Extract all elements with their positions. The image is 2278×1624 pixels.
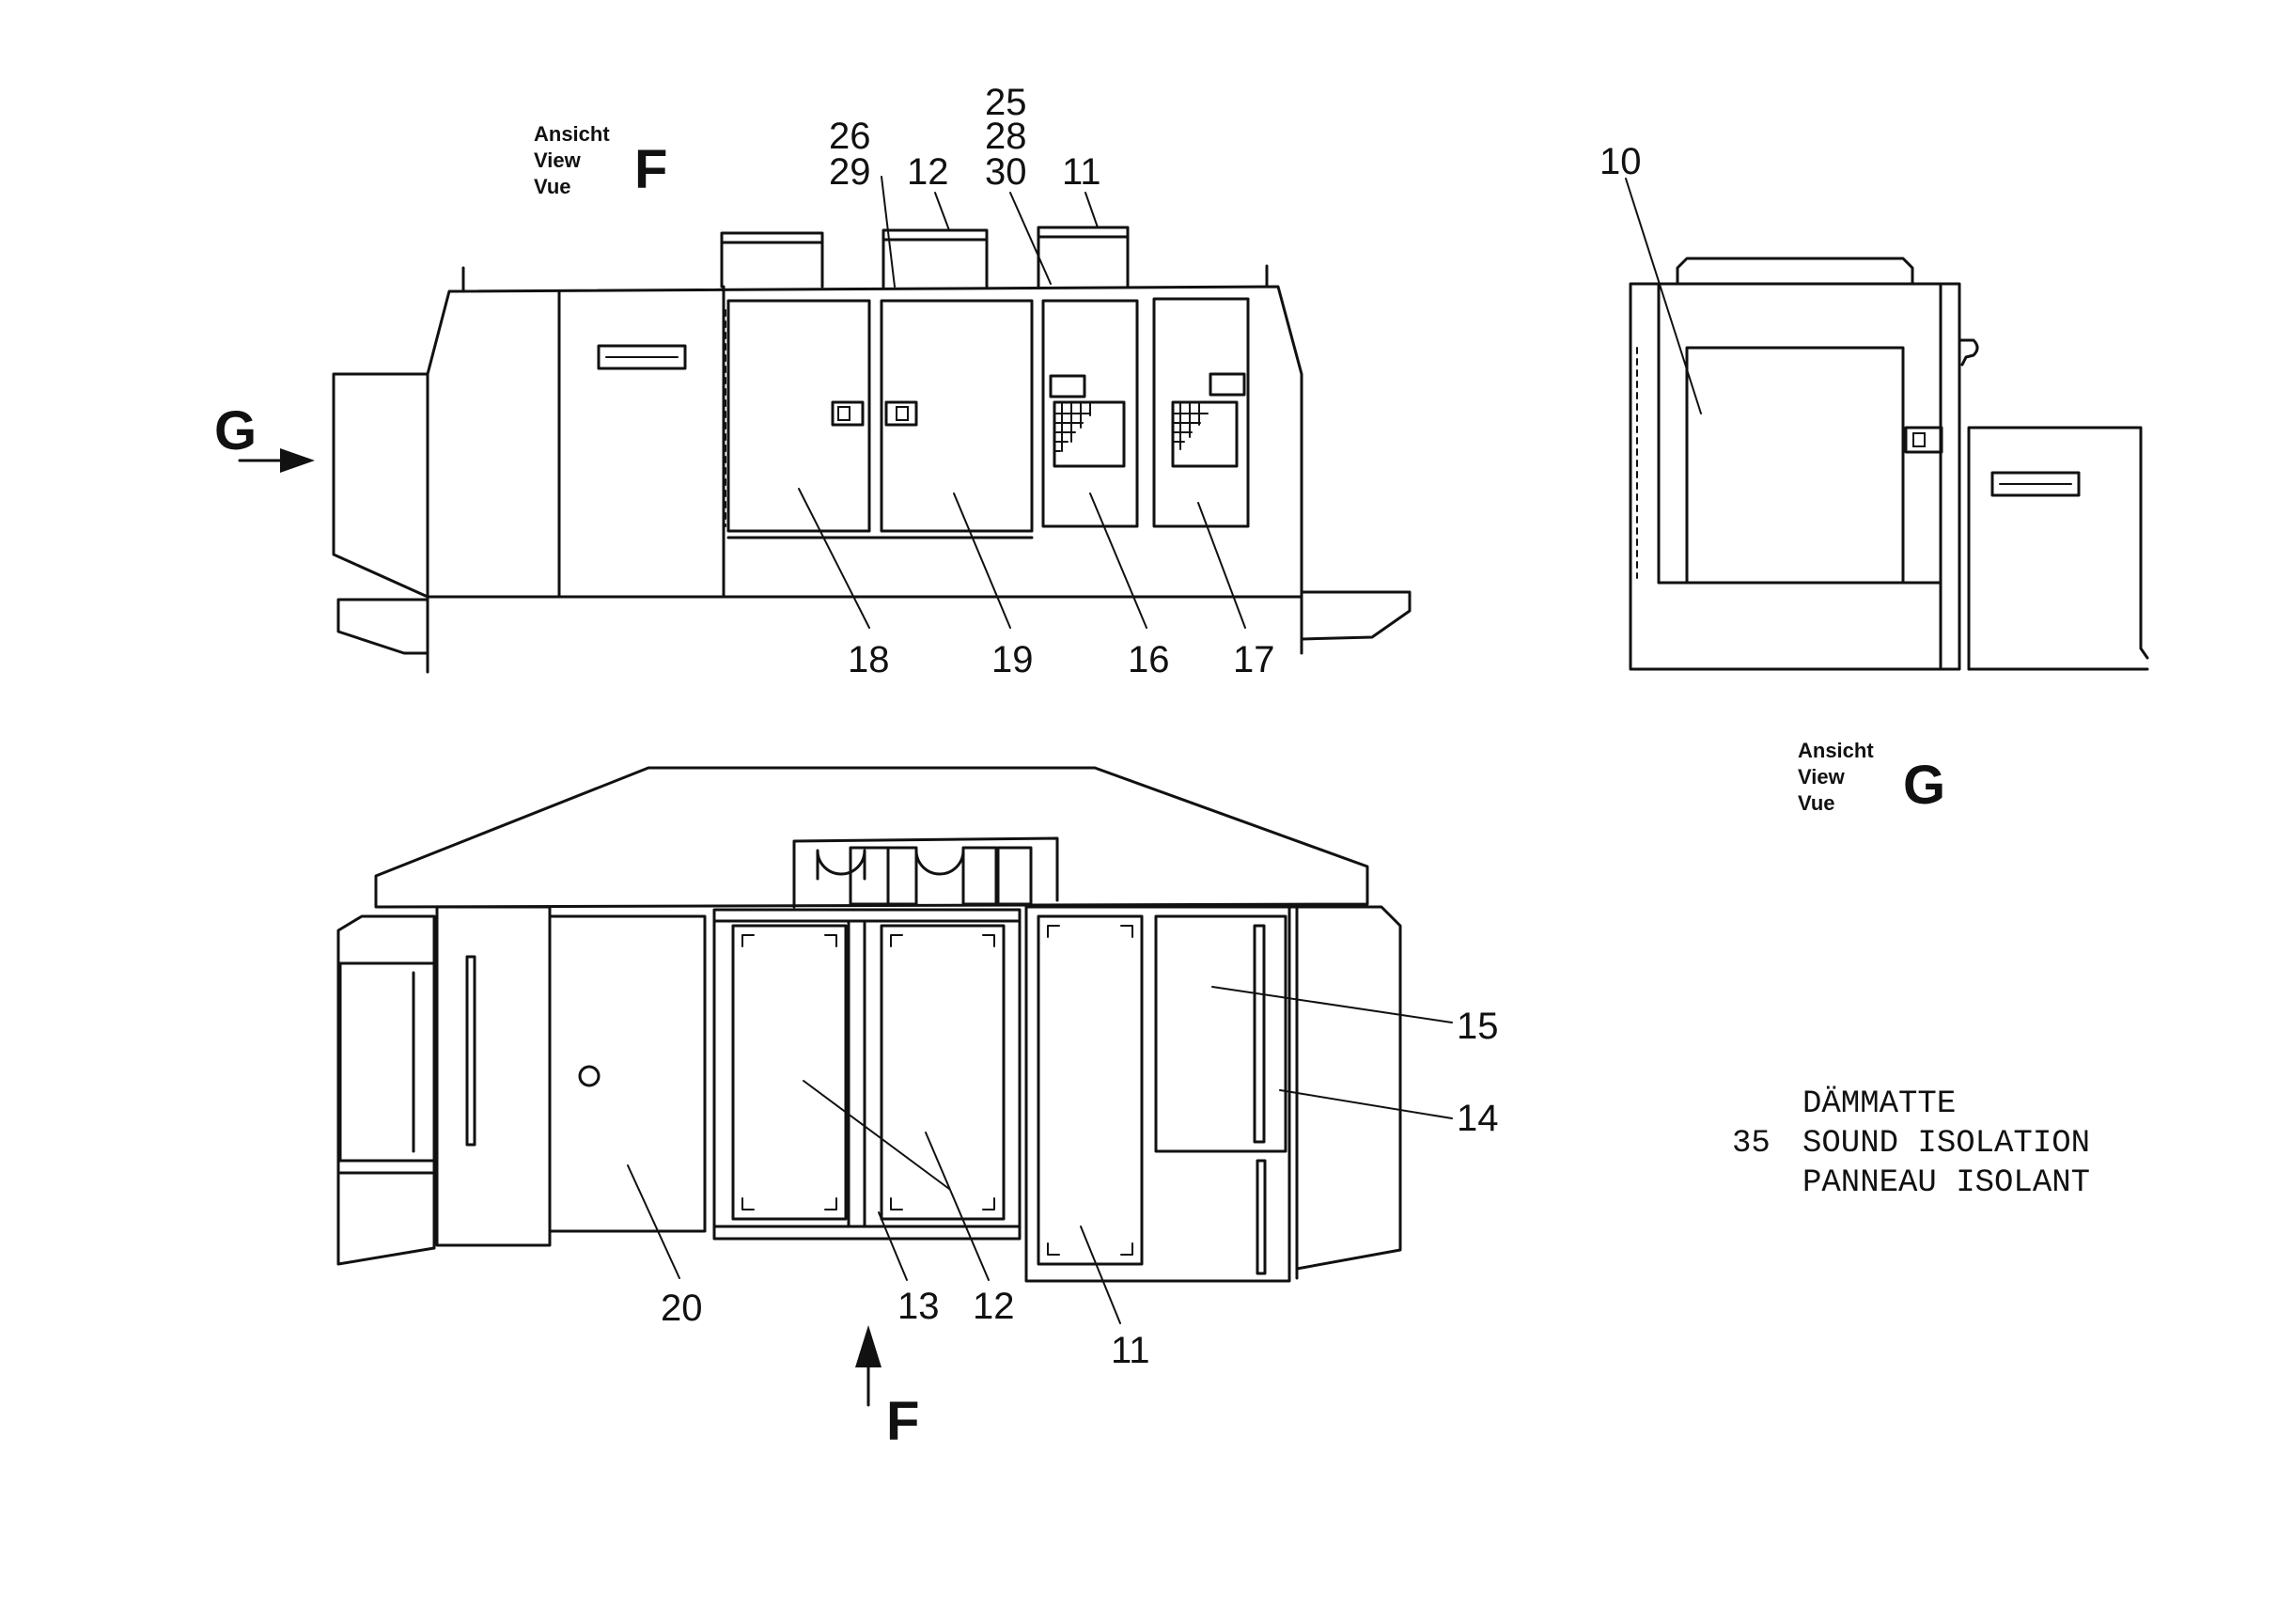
callout-30: 30 bbox=[985, 151, 1027, 193]
view-g-label-de: Ansicht bbox=[1798, 739, 1874, 762]
view-g-arrow-head bbox=[280, 448, 315, 473]
view-g-letter: G bbox=[1903, 755, 1945, 816]
view-f-arrow-head bbox=[855, 1325, 882, 1367]
callout-25: 25 bbox=[985, 82, 1027, 123]
view-f-label-en: View bbox=[534, 148, 582, 172]
side-view-f bbox=[332, 176, 1412, 674]
callout-14: 14 bbox=[1457, 1098, 1499, 1139]
view-f-letter: F bbox=[634, 139, 667, 200]
callout-20: 20 bbox=[661, 1288, 703, 1329]
callout-12: 12 bbox=[907, 151, 949, 193]
view-f-label-de: Ansicht bbox=[534, 122, 610, 146]
view-g-label-fr: Vue bbox=[1798, 791, 1835, 815]
callout-26: 26 bbox=[829, 116, 871, 157]
callout-19: 19 bbox=[991, 639, 1034, 680]
callout-16: 16 bbox=[1128, 639, 1170, 680]
callout-17: 17 bbox=[1233, 639, 1275, 680]
callout-29: 29 bbox=[829, 151, 871, 193]
callout-18: 18 bbox=[848, 639, 890, 680]
vent-grille-16 bbox=[1053, 401, 1091, 452]
view-g-label-en: View bbox=[1798, 765, 1846, 789]
callout-28: 28 bbox=[985, 116, 1027, 157]
callout-13: 13 bbox=[897, 1286, 940, 1327]
view-f-arrow-letter: F bbox=[886, 1391, 919, 1452]
plan-view bbox=[336, 766, 1453, 1324]
view-g-arrow-letter: G bbox=[214, 400, 257, 461]
legend-line-en: SOUND ISOLATION bbox=[1802, 1126, 2090, 1162]
callout-11: 11 bbox=[1062, 151, 1101, 193]
callout-12-plan: 12 bbox=[973, 1286, 1015, 1327]
callout-10: 10 bbox=[1599, 141, 1642, 182]
callout-15: 15 bbox=[1457, 1006, 1499, 1047]
vent-grille-17 bbox=[1172, 401, 1209, 450]
legend-line-de: DÄMMATTE bbox=[1802, 1086, 1956, 1122]
callout-11-plan: 11 bbox=[1111, 1330, 1150, 1371]
view-f-label-fr: Vue bbox=[534, 175, 571, 198]
legend-line-fr: PANNEAU ISOLANT bbox=[1802, 1165, 2090, 1201]
end-view-g bbox=[1625, 178, 2149, 671]
legend-part-number: 35 bbox=[1732, 1126, 1771, 1162]
